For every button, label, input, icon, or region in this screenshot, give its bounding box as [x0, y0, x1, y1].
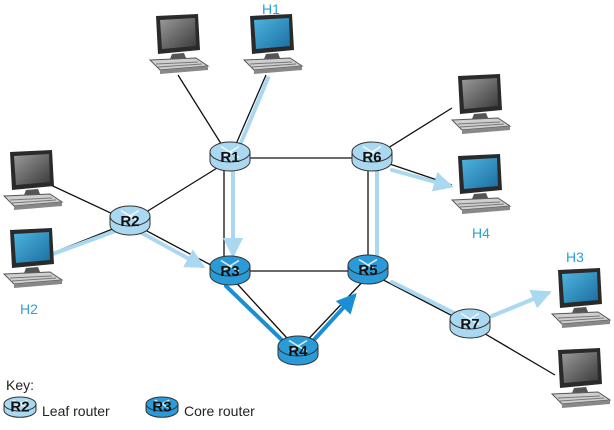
legend-core-text: Core router: [184, 403, 255, 419]
router-cross-icon: [12, 399, 28, 409]
legend-title: Key:: [6, 377, 34, 393]
router-cross-icon: [220, 145, 240, 159]
router-label: R6: [362, 149, 381, 166]
path-h1-r1: [236, 76, 270, 152]
router-cross-icon: [288, 339, 308, 353]
host-label-h4: H4: [472, 225, 490, 241]
router-label: R7: [460, 316, 479, 333]
legend: Key: R2 Leaf router R3 Core router: [3, 377, 255, 419]
computer-icon[interactable]: [451, 74, 511, 135]
router-r5[interactable]: R5: [347, 254, 389, 285]
path-r7-h3: [490, 289, 552, 318]
router-r2[interactable]: R2: [109, 205, 151, 236]
computer-icon[interactable]: [451, 154, 511, 215]
host-label-h2: H2: [20, 301, 38, 317]
router-label: R2: [10, 399, 29, 416]
path-r5-r7: [390, 280, 462, 318]
router-label: R3: [220, 263, 239, 280]
legend-leaf-router[interactable]: R2: [3, 396, 37, 418]
router-label: R1: [220, 149, 239, 166]
router-cross-icon: [362, 145, 382, 159]
path-r2-r3: [138, 230, 206, 268]
host-labels: H1 H2 H3 H4: [20, 1, 584, 317]
legend-leaf-router-symbol: R2: [3, 396, 37, 418]
router-r7[interactable]: R7: [449, 308, 491, 339]
core-path-arrows: [224, 284, 357, 346]
path-r6-h4: [390, 168, 454, 192]
router-r1[interactable]: R1: [209, 141, 251, 172]
router-r4[interactable]: R4: [277, 335, 319, 366]
router-label: R4: [288, 343, 308, 360]
legend-core-router-symbol: R3: [145, 396, 179, 418]
computer-icon[interactable]: [149, 14, 209, 75]
router-cross-icon: [358, 258, 378, 272]
router-r6[interactable]: R6: [351, 141, 393, 172]
router-cross-icon: [120, 209, 140, 223]
host-label-h1: H1: [262, 1, 280, 17]
computer-icon[interactable]: [3, 150, 63, 211]
leaf-path-arrows: [40, 76, 552, 318]
computer-icon[interactable]: [243, 14, 303, 75]
router-label: R2: [120, 213, 139, 230]
legend-core-router[interactable]: R3: [145, 396, 179, 418]
router-label: R5: [358, 262, 377, 279]
path-h2-r2: [40, 228, 120, 260]
host-label-h3: H3: [566, 249, 584, 265]
router-r3[interactable]: R3: [209, 255, 251, 286]
legend-leaf-text: Leaf router: [42, 403, 110, 419]
computer-icon[interactable]: [551, 348, 611, 409]
router-cross-icon: [220, 259, 240, 273]
router-cross-icon: [460, 312, 480, 326]
router-cross-icon: [154, 399, 170, 409]
path-r3-r4: [224, 284, 288, 346]
router-label: R3: [152, 399, 171, 416]
path-r4-r5: [310, 293, 357, 344]
computer-icon[interactable]: [551, 268, 611, 329]
computer-icon[interactable]: [3, 228, 63, 289]
